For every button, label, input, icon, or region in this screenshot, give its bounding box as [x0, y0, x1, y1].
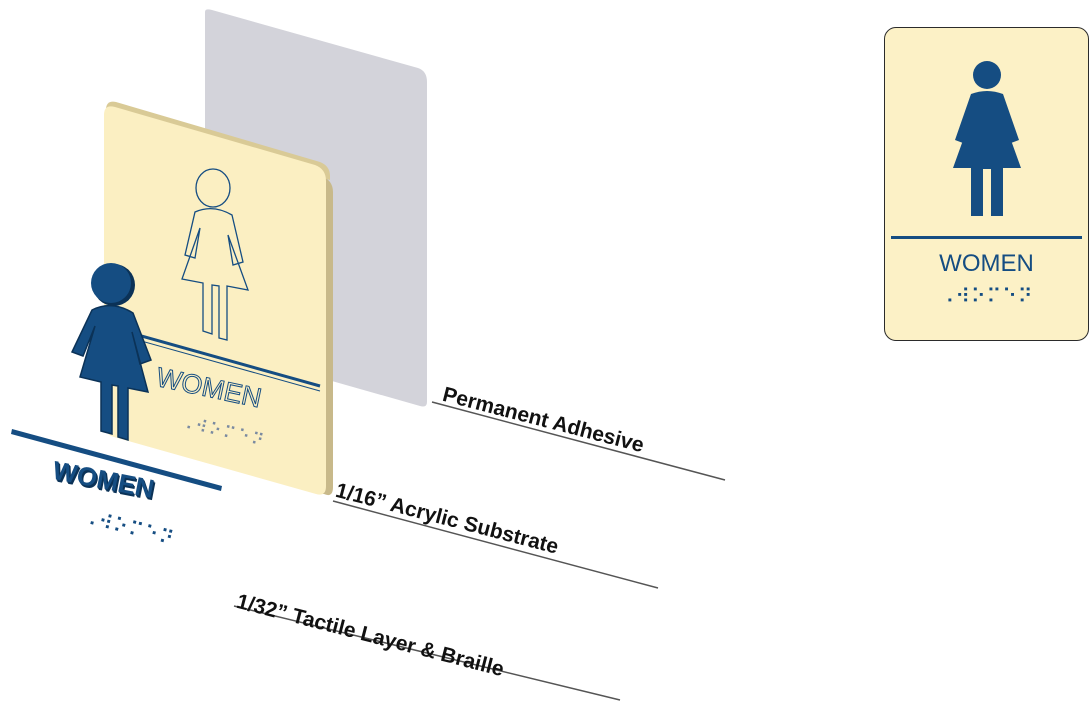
woman-restroom-icon [953, 61, 1021, 216]
acrylic-substrate [104, 106, 326, 495]
finished-sign-preview: WOMEN ⠠⠺⠕⠍⠑⠝ [884, 27, 1089, 341]
sign-women-text: WOMEN [939, 250, 1034, 277]
sign-rule [891, 236, 1082, 239]
tactile-rule [11, 429, 222, 491]
tactile-woman-icon [70, 263, 152, 442]
engraved-woman-icon [181, 168, 250, 341]
sign-braille: ⠠⠺⠕⠍⠑⠝ [939, 284, 1034, 308]
